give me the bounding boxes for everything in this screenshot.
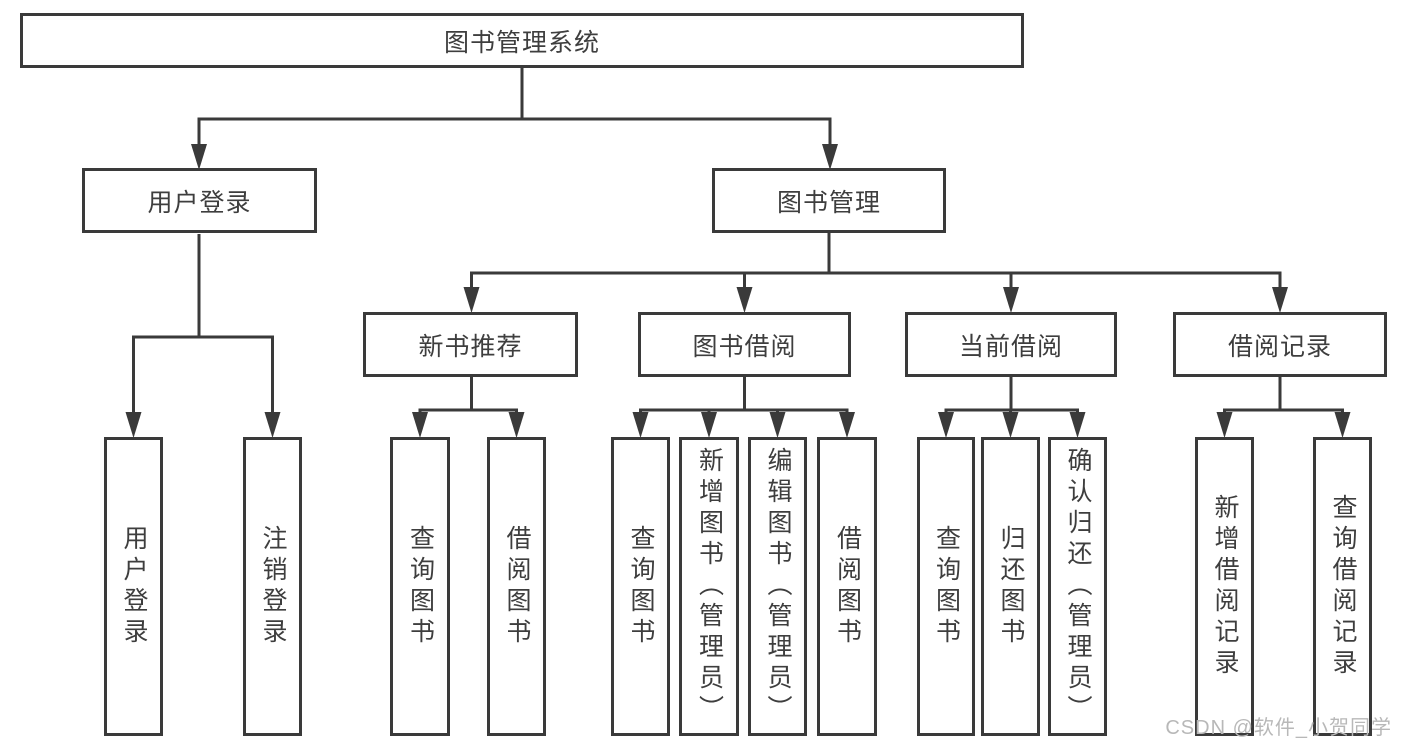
leaf-query-books-current: 查询图书 <box>917 437 975 736</box>
leaf-return-books: 归还图书 <box>981 437 1040 736</box>
node-book-borrowing-label: 图书借阅 <box>692 332 797 361</box>
leaf-logout: 注销登录 <box>243 437 302 736</box>
node-new-book-recommend-label: 新书推荐 <box>418 332 523 361</box>
leaf-user-login-label: 用户登录 <box>120 524 148 649</box>
leaf-add-books-admin: 新增图书（管理员） <box>679 437 739 736</box>
leaf-borrow-books-label: 借阅图书 <box>833 524 862 649</box>
node-user-login-label: 用户登录 <box>147 188 252 217</box>
node-book-management-label: 图书管理 <box>776 188 881 217</box>
node-user-login: 用户登录 <box>82 168 317 233</box>
leaf-confirm-return-admin-label: 确认归还（管理员） <box>1064 447 1092 726</box>
leaf-add-borrow-record: 新增借阅记录 <box>1195 437 1254 736</box>
leaf-borrow-books: 借阅图书 <box>817 437 877 736</box>
leaf-confirm-return-admin: 确认归还（管理员） <box>1048 437 1107 736</box>
leaf-logout-label: 注销登录 <box>259 524 287 649</box>
leaf-borrow-books-new-label: 借阅图书 <box>503 524 531 649</box>
node-borrow-records: 借阅记录 <box>1173 312 1387 377</box>
leaf-query-books-borrow-label: 查询图书 <box>627 524 655 649</box>
leaf-query-books-new: 查询图书 <box>390 437 450 736</box>
leaf-query-books-new-label: 查询图书 <box>406 524 435 649</box>
node-book-borrowing: 图书借阅 <box>638 312 851 377</box>
node-current-borrowing-label: 当前借阅 <box>958 332 1063 361</box>
leaf-query-books-borrow: 查询图书 <box>611 437 670 736</box>
node-root: 图书管理系统 <box>20 13 1024 68</box>
node-new-book-recommend: 新书推荐 <box>363 312 578 377</box>
leaf-add-borrow-record-label: 新增借阅记录 <box>1211 493 1239 680</box>
leaf-borrow-books-new: 借阅图书 <box>487 437 546 736</box>
node-current-borrowing: 当前借阅 <box>905 312 1117 377</box>
leaf-query-books-current-label: 查询图书 <box>932 524 961 649</box>
node-root-label: 图书管理系统 <box>443 28 600 57</box>
leaf-add-books-admin-label: 新增图书（管理员） <box>695 447 724 726</box>
leaf-return-books-label: 归还图书 <box>997 524 1025 649</box>
leaf-user-login: 用户登录 <box>104 437 163 736</box>
leaf-query-borrow-record: 查询借阅记录 <box>1313 437 1372 736</box>
leaf-edit-books-admin: 编辑图书（管理员） <box>748 437 807 736</box>
node-borrow-records-label: 借阅记录 <box>1227 332 1332 361</box>
leaf-edit-books-admin-label: 编辑图书（管理员） <box>764 447 792 726</box>
leaf-query-borrow-record-label: 查询借阅记录 <box>1329 493 1357 680</box>
watermark-text: CSDN @软件_小贺同学 <box>1165 717 1392 739</box>
node-book-management: 图书管理 <box>712 168 946 233</box>
